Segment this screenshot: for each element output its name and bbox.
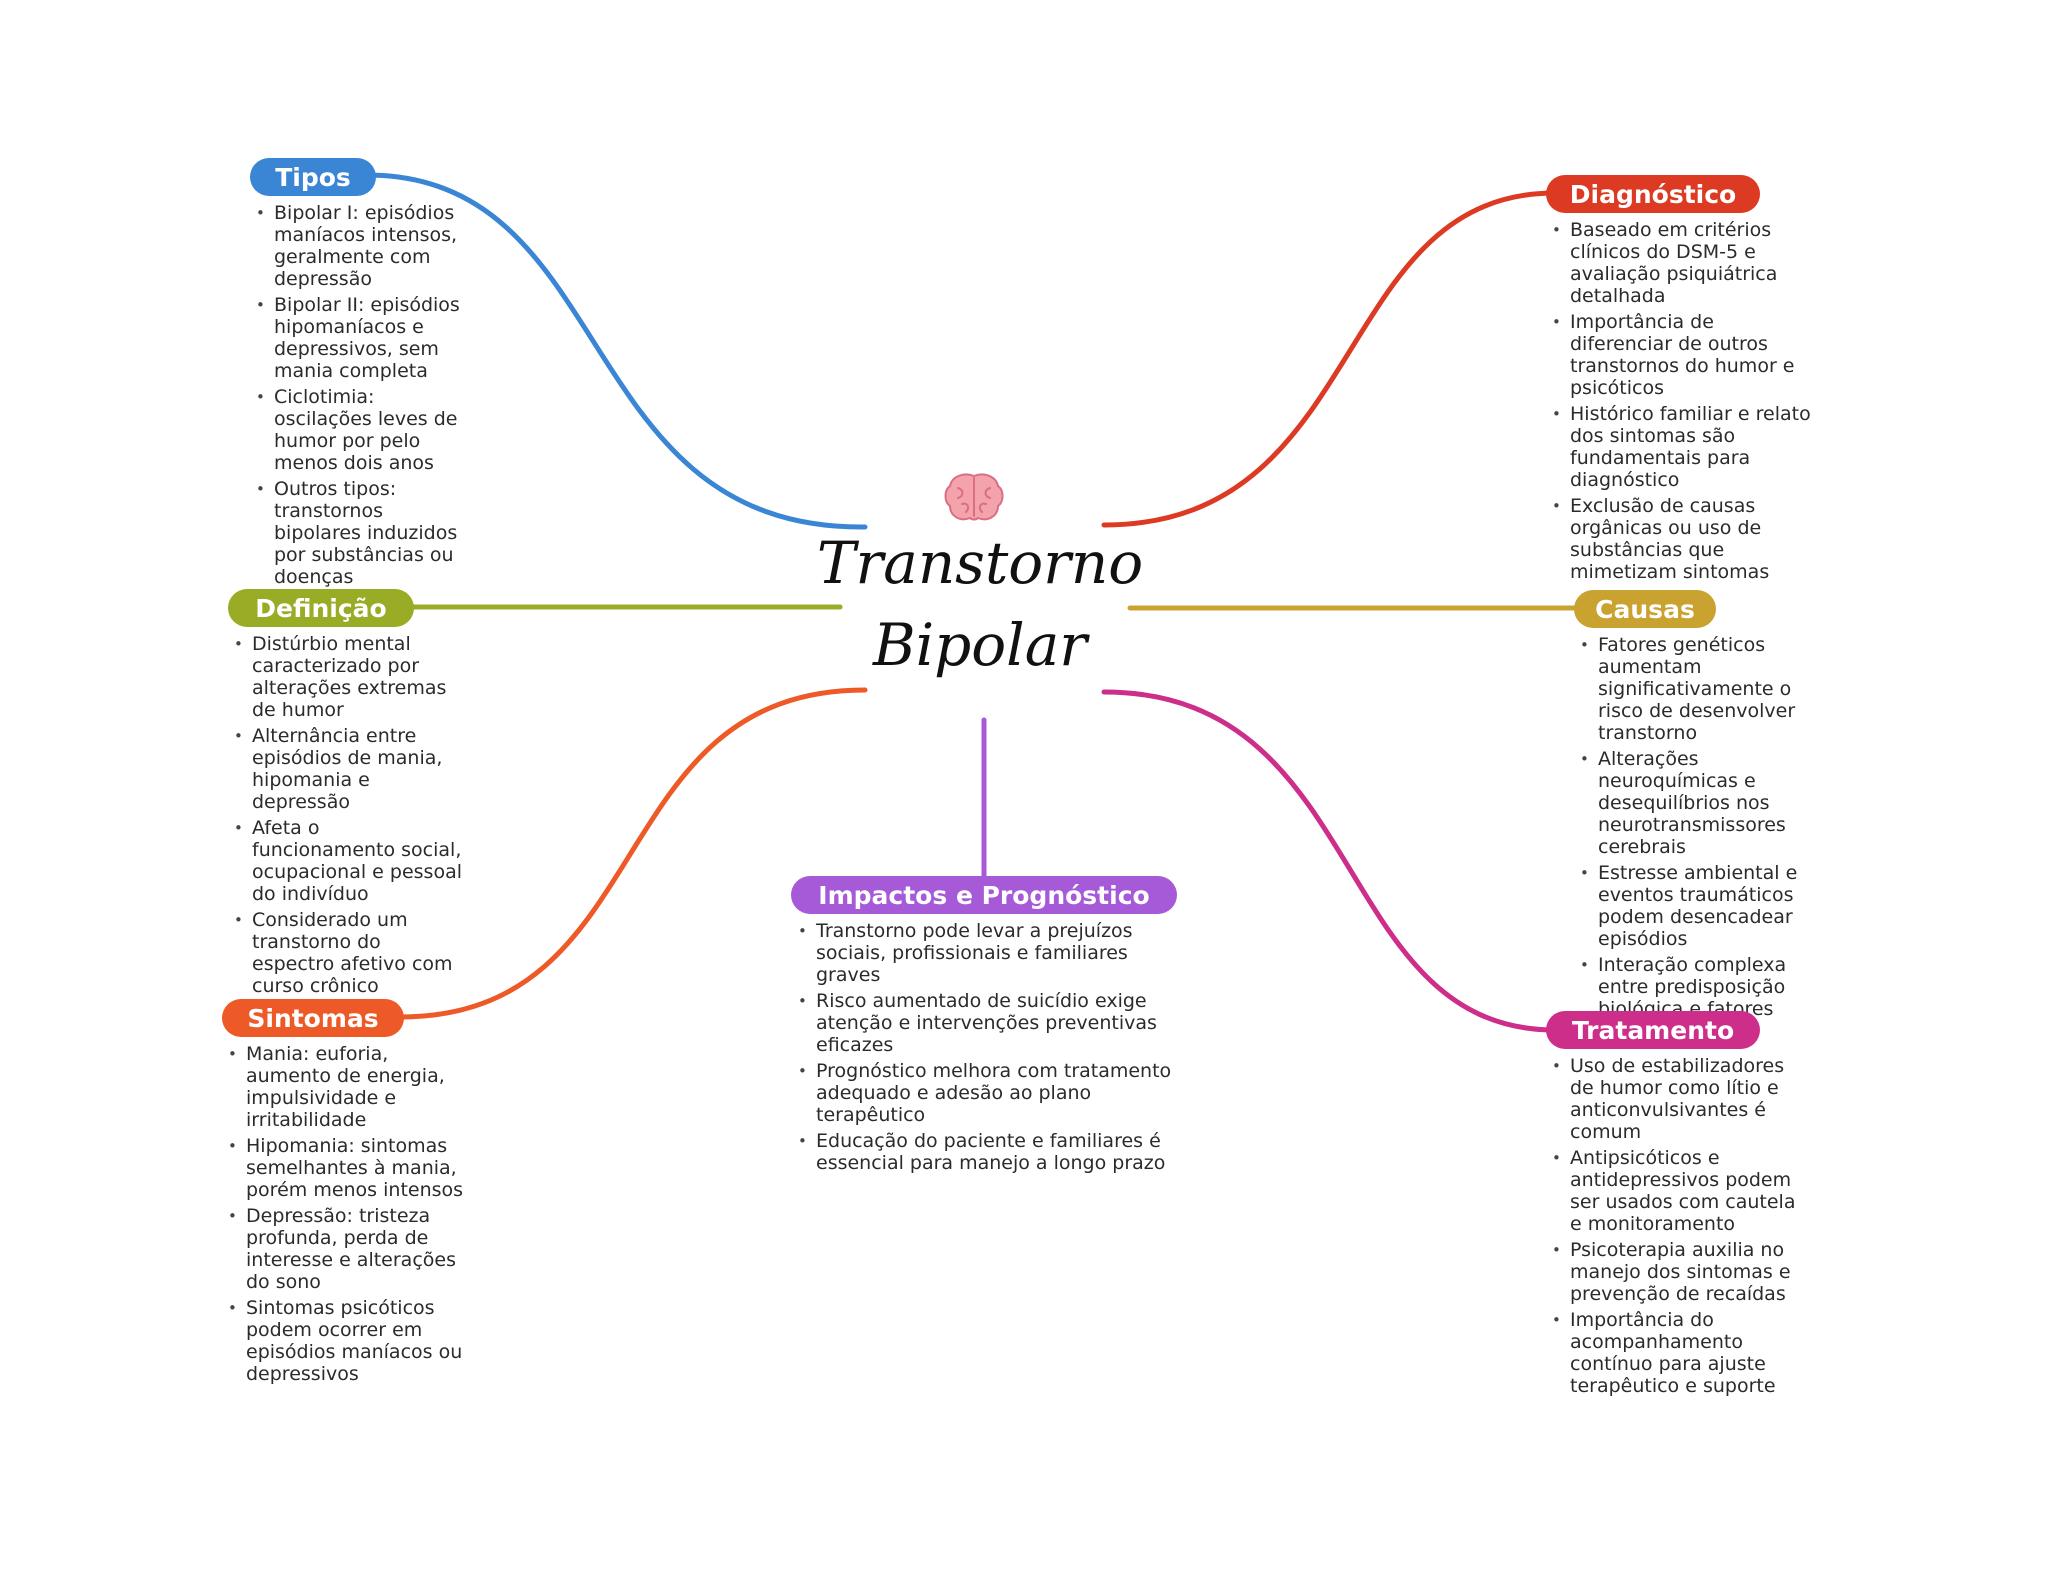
list-item: Educação do paciente e familiares é esse… <box>796 1130 1182 1174</box>
connector-tratamento <box>1101 689 1558 1033</box>
branch-label: Impactos e Prognóstico <box>818 880 1150 910</box>
branch-tipos[interactable]: Tipos <box>250 158 376 196</box>
tratamento-list: Uso de estabilizadores de humor como lít… <box>1550 1055 1812 1401</box>
list-item: Importância do acompanhamento contínuo p… <box>1550 1309 1812 1397</box>
list-item: Transtorno pode levar a prejuízos sociai… <box>796 920 1182 986</box>
causas-list: Fatores genéticos aumentam significativa… <box>1578 634 1816 1046</box>
branch-label: Sintomas <box>247 1003 379 1033</box>
branch-label: Tratamento <box>1571 1015 1735 1045</box>
impactos-list: Transtorno pode levar a prejuízos sociai… <box>796 920 1182 1178</box>
list-item: Distúrbio mental caracterizado por alter… <box>232 633 464 721</box>
list-item: Antipsicóticos e antidepressivos podem s… <box>1550 1147 1812 1235</box>
branch-sintomas[interactable]: Sintomas <box>222 999 404 1037</box>
list-item: Estresse ambiental e eventos traumáticos… <box>1578 862 1816 950</box>
branch-label: Definição <box>255 593 387 623</box>
list-item: Importância de diferenciar de outros tra… <box>1550 311 1812 399</box>
list-item: Psicoterapia auxilia no manejo dos sinto… <box>1550 1239 1812 1305</box>
central-topic-line2: Bipolar <box>872 611 1088 679</box>
branch-diagnostico[interactable]: Diagnóstico <box>1546 175 1760 213</box>
branch-label: Causas <box>1595 594 1695 624</box>
list-item: Mania: euforia, aumento de energia, impu… <box>226 1043 476 1131</box>
list-item: Alterações neuroquímicas e desequilíbrio… <box>1578 748 1816 858</box>
list-item: Histórico familiar e relato dos sintomas… <box>1550 403 1812 491</box>
list-item: Afeta o funcionamento social, ocupaciona… <box>232 817 464 905</box>
branch-label: Diagnóstico <box>1569 179 1737 209</box>
list-item: Baseado em critérios clínicos do DSM-5 e… <box>1550 219 1812 307</box>
branch-tratamento[interactable]: Tratamento <box>1546 1011 1760 1049</box>
sintomas-list: Mania: euforia, aumento de energia, impu… <box>226 1043 476 1389</box>
list-item: Considerado um transtorno do espectro af… <box>232 909 464 997</box>
branch-definicao[interactable]: Definição <box>228 589 414 627</box>
definicao-list: Distúrbio mental caracterizado por alter… <box>232 633 464 1001</box>
connector-sintomas <box>397 687 868 1020</box>
branch-causas[interactable]: Causas <box>1574 590 1716 628</box>
tipos-list: Bipolar I: episódios maníacos intensos, … <box>254 202 464 592</box>
central-topic-line1: Transtorno <box>816 529 1144 597</box>
list-item: Exclusão de causas orgânicas ou uso de s… <box>1550 495 1812 583</box>
list-item: Prognóstico melhora com tratamento adequ… <box>796 1060 1182 1126</box>
list-item: Hipomania: sintomas semelhantes à mania,… <box>226 1135 476 1201</box>
list-item: Sintomas psicóticos podem ocorrer em epi… <box>226 1297 476 1385</box>
list-item: Risco aumentado de suicídio exige atençã… <box>796 990 1182 1056</box>
list-item: Fatores genéticos aumentam significativa… <box>1578 634 1816 744</box>
brain-icon <box>944 473 1004 521</box>
list-item: Bipolar I: episódios maníacos intensos, … <box>254 202 464 290</box>
list-item: Alternância entre episódios de mania, hi… <box>232 725 464 813</box>
list-item: Depressão: tristeza profunda, perda de i… <box>226 1205 476 1293</box>
branch-impactos[interactable]: Impactos e Prognóstico <box>791 876 1177 914</box>
connector-tipos <box>363 172 868 530</box>
connector-diagnostico <box>1101 190 1558 528</box>
list-item: Bipolar II: episódios hipomaníacos e dep… <box>254 294 464 382</box>
central-topic: Transtorno Bipolar <box>800 522 1160 686</box>
branch-label: Tipos <box>275 162 351 192</box>
list-item: Ciclotimia: oscilações leves de humor po… <box>254 386 464 474</box>
diagnostico-list: Baseado em critérios clínicos do DSM-5 e… <box>1550 219 1812 587</box>
list-item: Uso de estabilizadores de humor como lít… <box>1550 1055 1812 1143</box>
list-item: Outros tipos: transtornos bipolares indu… <box>254 478 464 588</box>
